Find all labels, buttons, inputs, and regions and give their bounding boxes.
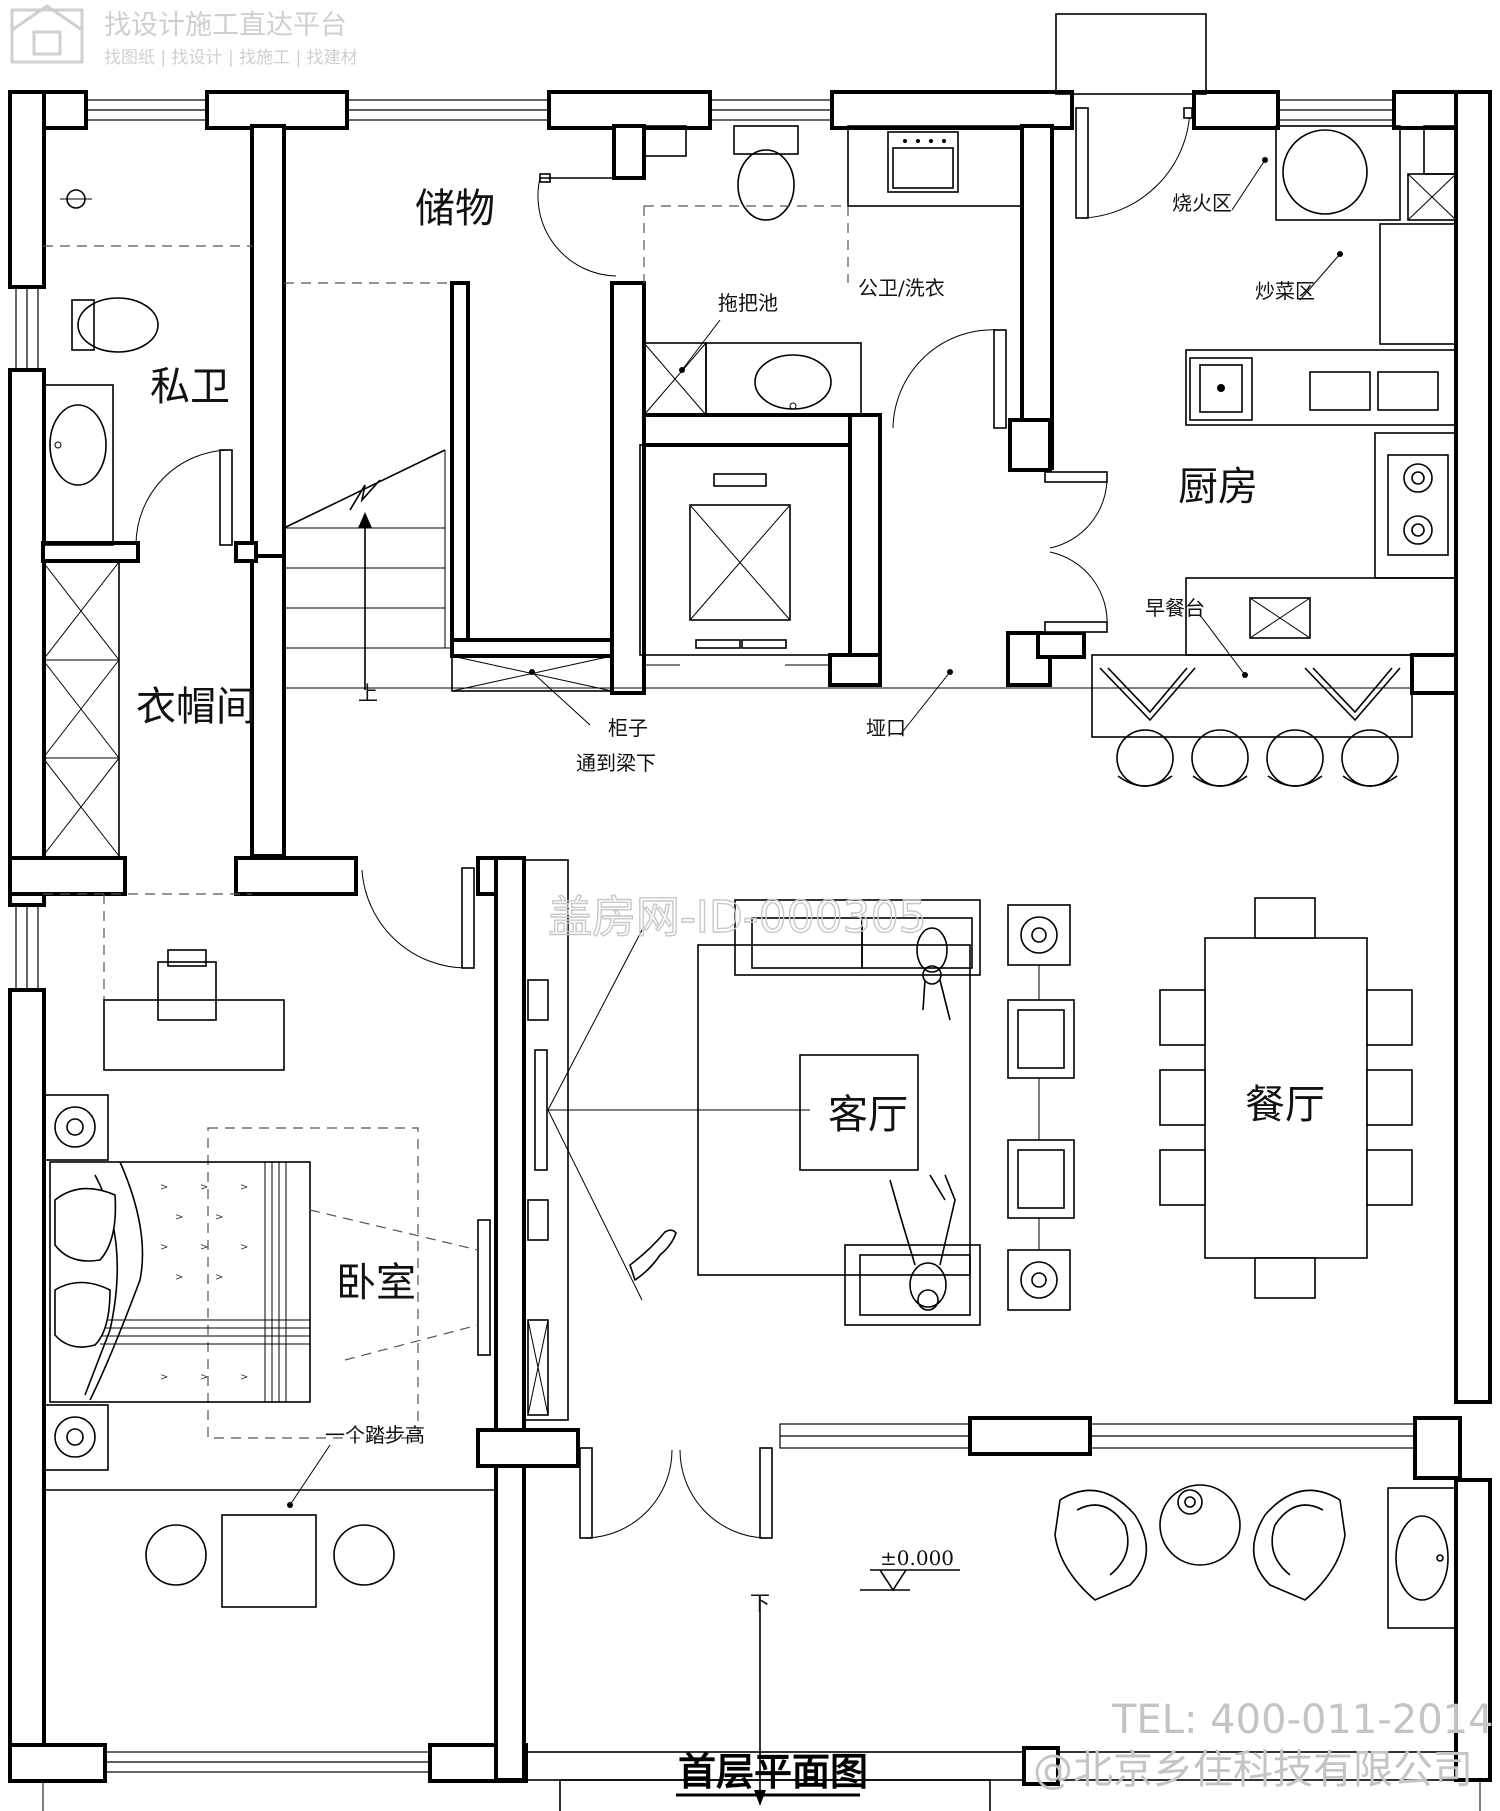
svg-text:>: > — [215, 1212, 223, 1223]
svg-text:>: > — [240, 1242, 248, 1253]
label-cloakroom: 衣帽间 — [136, 684, 256, 730]
staircase — [283, 282, 1412, 726]
label-cabinet: 柜子 — [608, 716, 648, 740]
room-labels: 储物 私卫 公卫/洗衣 拖把池 烧火区 炒菜区 厨房 早餐台 衣帽间 柜子 通到… — [136, 186, 1325, 1615]
svg-text:>: > — [200, 1242, 208, 1253]
bedroom-furniture: > > > > > > > > > > > > > — [42, 893, 496, 1608]
svg-text:>: > — [160, 1372, 168, 1383]
doors — [135, 107, 1193, 1539]
label-living-room: 客厅 — [828, 1092, 908, 1138]
watermark-top-links: 找图纸 | 找设计 | 找施工 | 找建材 — [104, 48, 358, 68]
label-stir-fry-zone: 炒菜区 — [1255, 279, 1315, 303]
label-dining-room: 餐厅 — [1245, 1082, 1325, 1128]
label-doorway: 垭口 — [866, 716, 906, 740]
watermark-top-title: 找设计施工直达平台 — [104, 10, 347, 41]
private-bath-fixtures — [42, 189, 252, 546]
label-public-bath: 公卫/洗衣 — [858, 276, 945, 300]
watermark-tel: TEL: 400-011-2014 — [1111, 1697, 1494, 1743]
interior-walls — [8, 124, 1462, 1782]
label-bedroom: 卧室 — [336, 1260, 416, 1306]
svg-text:>: > — [215, 1272, 223, 1283]
kitchen-fixtures — [1091, 125, 1457, 787]
dining-table — [1159, 897, 1413, 1299]
living-room-furniture — [523, 859, 1075, 1421]
svg-text:>: > — [200, 1182, 208, 1193]
elevator — [639, 444, 953, 736]
wardrobe-units — [42, 561, 120, 859]
label-breakfast-bar: 早餐台 — [1145, 596, 1205, 620]
exterior-walls — [8, 13, 1492, 1811]
svg-text:>: > — [175, 1212, 183, 1223]
watermark-company: @北京乡住科技有限公司 — [1033, 1747, 1473, 1793]
svg-text:>: > — [175, 1272, 183, 1283]
svg-text:>: > — [240, 1372, 248, 1383]
svg-text:>: > — [160, 1242, 168, 1253]
svg-text:>: > — [200, 1372, 208, 1383]
svg-text:>: > — [240, 1182, 248, 1193]
label-mop-sink: 拖把池 — [718, 291, 778, 315]
drawing-title: 首层平面图 — [678, 1750, 868, 1794]
watermark-center-id: 盖房网-ID-000305 — [548, 892, 927, 943]
terrace-furniture — [754, 1484, 1457, 1806]
label-fire-zone: 烧火区 — [1172, 191, 1232, 215]
public-bath-fixtures — [643, 125, 1023, 416]
label-stair-down: 下 — [750, 1591, 770, 1615]
label-cabinet-note: 通到梁下 — [576, 751, 656, 775]
label-private-bath: 私卫 — [150, 364, 230, 410]
label-storage: 储物 — [415, 186, 495, 232]
label-kitchen: 厨房 — [1178, 464, 1258, 510]
watermark-logo — [10, 4, 84, 64]
label-stair-up: 上 — [358, 681, 378, 705]
label-elevation: ±0.000 — [880, 1546, 954, 1570]
label-step-note: 一个踏步高 — [325, 1423, 425, 1447]
svg-text:>: > — [160, 1182, 168, 1193]
